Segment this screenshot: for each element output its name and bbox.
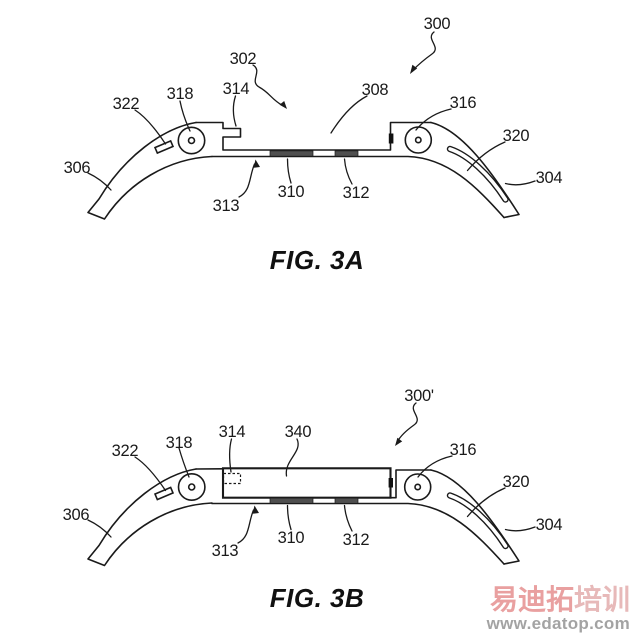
- watermark: 易迪拓培训 www.edatop.com: [486, 586, 630, 633]
- right-strap-3a: [430, 121, 520, 219]
- leader-308-3a: [330, 95, 368, 134]
- watermark-brand-text: 易迪拓培训: [490, 586, 630, 614]
- watermark-brand-secondary: 培训: [573, 584, 630, 615]
- ref-316-label: 316: [450, 94, 477, 112]
- leader-310-3a: [286, 158, 292, 184]
- leader-313-3b: [237, 509, 255, 544]
- ref-320-label-3b: 320: [503, 473, 530, 491]
- figure-3b-caption: FIG. 3B: [270, 583, 365, 613]
- ref-318-label-3b: 318: [166, 434, 193, 452]
- leader-322-3b: [134, 456, 167, 492]
- leader-310-3b: [286, 504, 292, 531]
- leader-320-3a: [466, 141, 506, 172]
- band-underside-3a: [211, 155, 505, 219]
- arrowhead-300p-3b: [395, 437, 403, 446]
- ref-312-label: 312: [343, 184, 370, 202]
- ref-322-label-3b: 322: [112, 442, 139, 460]
- pivot-right-pin-3a: [414, 136, 422, 144]
- figure-3a-caption: FIG. 3A: [270, 245, 365, 275]
- band-underside-3b: [211, 502, 505, 565]
- leader-316-3a: [415, 108, 452, 131]
- ref-320-label: 320: [503, 127, 530, 145]
- leader-300-3a: [411, 31, 436, 72]
- leader-306-3b: [87, 519, 112, 538]
- ref-304-label-3b: 304: [536, 516, 563, 534]
- latch-notch-3a: [388, 133, 394, 144]
- leader-314-3b: [228, 438, 233, 473]
- leader-314-3a: [232, 95, 237, 127]
- figure-3a: 300 302 308 314 318 322 316 320 304 306 …: [64, 15, 563, 220]
- leader-340-3b: [285, 438, 299, 477]
- ref-302-label: 302: [230, 50, 257, 68]
- ref-312-label-3b: 312: [343, 531, 370, 549]
- arrowhead-300-3a: [410, 64, 418, 74]
- leader-313-3a: [238, 163, 256, 198]
- arrowhead-313-3a: [253, 159, 260, 168]
- hidden-tab-314-3b: [222, 472, 242, 485]
- ref-300p-label: 300': [404, 387, 434, 405]
- ref-340-label: 340: [285, 423, 312, 441]
- sensor-bar-312-3b: [334, 497, 359, 504]
- leader-312-3b: [343, 504, 353, 532]
- arrowhead-313-3b: [252, 505, 259, 514]
- pivot-right-pin-3b: [414, 483, 422, 491]
- arrowhead-302-3a: [279, 101, 287, 109]
- ref-310-label-3b: 310: [278, 529, 305, 547]
- ref-300-label: 300: [424, 15, 451, 33]
- clip-322-3a: [153, 139, 175, 155]
- leader-322-3a: [134, 109, 167, 145]
- figure-3b: 300' 314 340 318 322 316 320 304 306 313…: [63, 387, 563, 567]
- ref-306-label-3b: 306: [63, 506, 90, 524]
- ref-314-label: 314: [223, 80, 250, 98]
- watermark-url: www.edatop.com: [486, 614, 630, 633]
- right-lug-3b: [389, 469, 432, 499]
- ref-313-label: 313: [213, 197, 240, 215]
- leader-320-3b: [466, 487, 506, 518]
- leader-318-3a: [179, 100, 191, 132]
- sensor-bar-310-3b: [269, 497, 314, 504]
- ref-306-label: 306: [64, 159, 91, 177]
- clip-322-3b: [153, 486, 175, 501]
- ref-308-label: 308: [362, 81, 389, 99]
- ref-310-label: 310: [278, 183, 305, 201]
- ref-316-label-3b: 316: [450, 441, 477, 459]
- pivot-left-pin-3b: [187, 483, 196, 491]
- pivot-left-pin-3a: [187, 136, 196, 145]
- latch-notch-3b: [388, 478, 393, 488]
- leader-300p-3b: [396, 402, 418, 443]
- ref-313-label-3b: 313: [212, 542, 239, 560]
- leader-304-3b: [504, 526, 536, 532]
- leader-316-3b: [417, 455, 453, 478]
- left-strap-3b: [87, 468, 213, 567]
- sensor-bar-312-3a: [334, 150, 359, 157]
- band-and-lugs-3a: [195, 121, 432, 151]
- sensor-bar-310-3a: [269, 150, 314, 157]
- left-strap-3a: [87, 121, 213, 220]
- leader-306-3a: [87, 172, 112, 191]
- leader-304-3a: [504, 180, 536, 186]
- module-housing-340: [221, 467, 392, 499]
- watermark-brand-primary: 易迪拓: [489, 584, 574, 615]
- leader-318-3b: [178, 447, 190, 478]
- right-strap-3b: [430, 469, 520, 565]
- ref-318-label: 318: [167, 85, 194, 103]
- ref-314-label-3b: 314: [219, 423, 246, 441]
- ref-322-label: 322: [113, 95, 140, 113]
- leader-302-3a: [252, 64, 284, 107]
- leader-312-3a: [343, 158, 353, 185]
- ref-304-label: 304: [536, 169, 563, 187]
